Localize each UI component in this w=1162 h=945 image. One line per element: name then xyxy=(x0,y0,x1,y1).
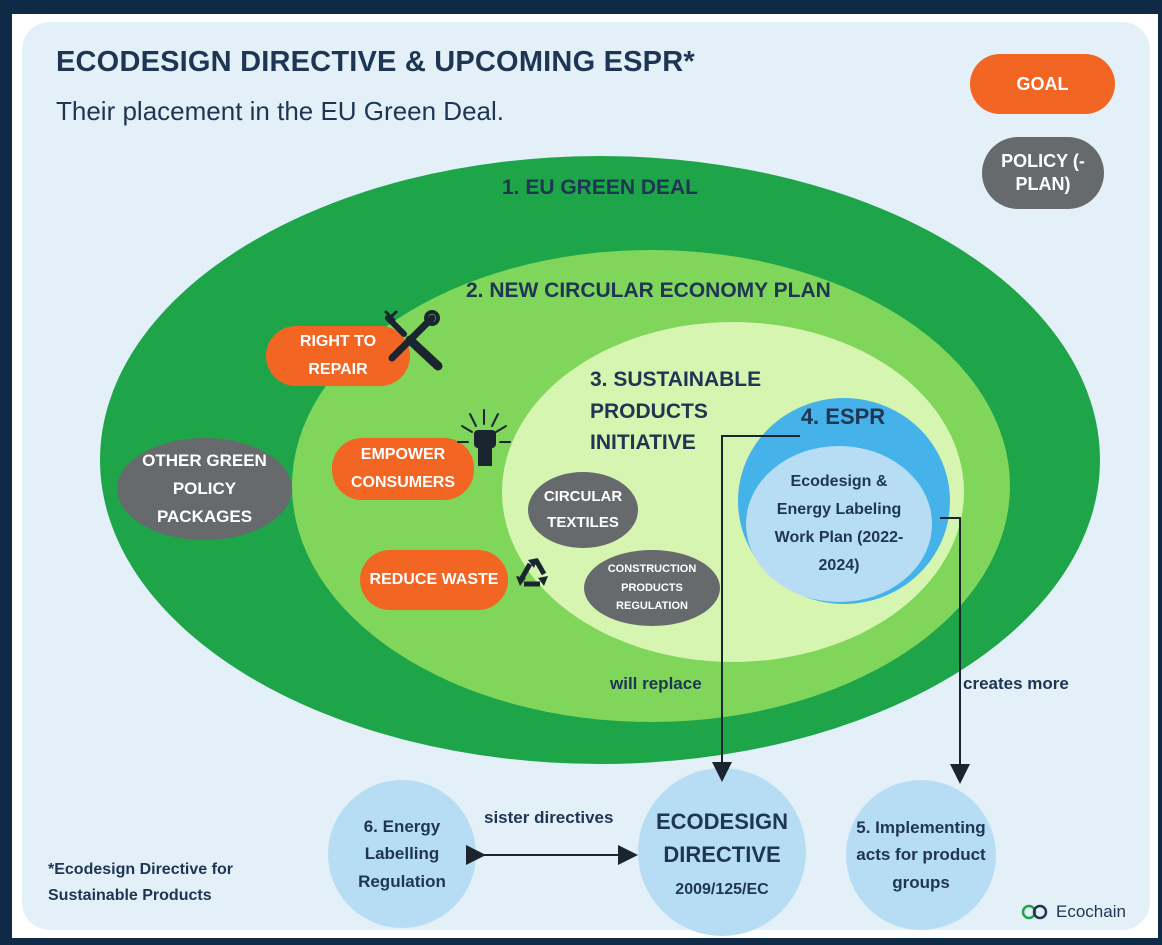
legend-policy: POLICY (-PLAN) xyxy=(982,137,1104,209)
brand-name: Ecochain xyxy=(1056,902,1126,921)
page-subtitle: Their placement in the EU Green Deal. xyxy=(56,96,504,126)
policy-construction-regulation: CONSTRUCTION PRODUCTS REGULATION xyxy=(584,550,720,626)
implementing-acts-label: 5. Implementing acts for product groups xyxy=(856,818,986,892)
implementing-acts-circle: 5. Implementing acts for product groups xyxy=(846,780,996,930)
recycle-icon xyxy=(516,558,548,587)
ecodesign-directive-code: 2009/125/EC xyxy=(675,881,769,898)
work-plan-label: Ecodesign & Energy Labeling Work Plan (2… xyxy=(774,473,904,574)
legend-goal: GOAL xyxy=(970,54,1115,114)
tools-icon xyxy=(384,310,443,371)
footnote: *Ecodesign Directive for Sustainable Pro… xyxy=(48,861,233,905)
energy-labelling-label: 6. Energy Labelling Regulation xyxy=(358,817,446,891)
work-plan-circle xyxy=(746,446,932,602)
green-deal-label: 1. EU GREEN DEAL xyxy=(501,176,699,199)
will-replace-label: will replace xyxy=(610,674,702,693)
policy-other-packages: OTHER GREEN POLICY PACKAGES xyxy=(117,438,292,540)
goal-empower-consumers: EMPOWER CONSUMERS xyxy=(332,438,474,500)
circular-plan-label: 2. NEW CIRCULAR ECONOMY PLAN xyxy=(466,279,831,302)
ecodesign-directive-title: ECODESIGN DIRECTIVE xyxy=(655,809,789,867)
page-title: ECODESIGN DIRECTIVE & UPCOMING ESPR* xyxy=(56,46,695,78)
sister-directives-label: sister directives xyxy=(484,808,614,827)
ecochain-logo-icon xyxy=(1021,904,1048,920)
will-replace-arrow xyxy=(712,435,800,782)
policy-circular-textiles: CIRCULAR TEXTILES xyxy=(528,472,638,548)
energy-labelling-circle: 6. Energy Labelling Regulation xyxy=(328,780,476,928)
ecodesign-directive-circle: ECODESIGN DIRECTIVE 2009/125/EC xyxy=(638,768,806,936)
creates-more-arrow xyxy=(940,517,970,784)
goal-right-to-repair: RIGHT TO REPAIR xyxy=(266,326,410,386)
raised-fist-icon xyxy=(457,409,511,466)
ecochain-logo: Ecochain xyxy=(1020,902,1126,922)
goal-reduce-waste: REDUCE WASTE xyxy=(360,550,508,610)
spi-label: 3. SUSTAINABLE PRODUCTS INITIATIVE xyxy=(590,368,762,454)
espr-label: 4. ESPR xyxy=(800,404,886,429)
creates-more-label: creates more xyxy=(963,674,1069,693)
